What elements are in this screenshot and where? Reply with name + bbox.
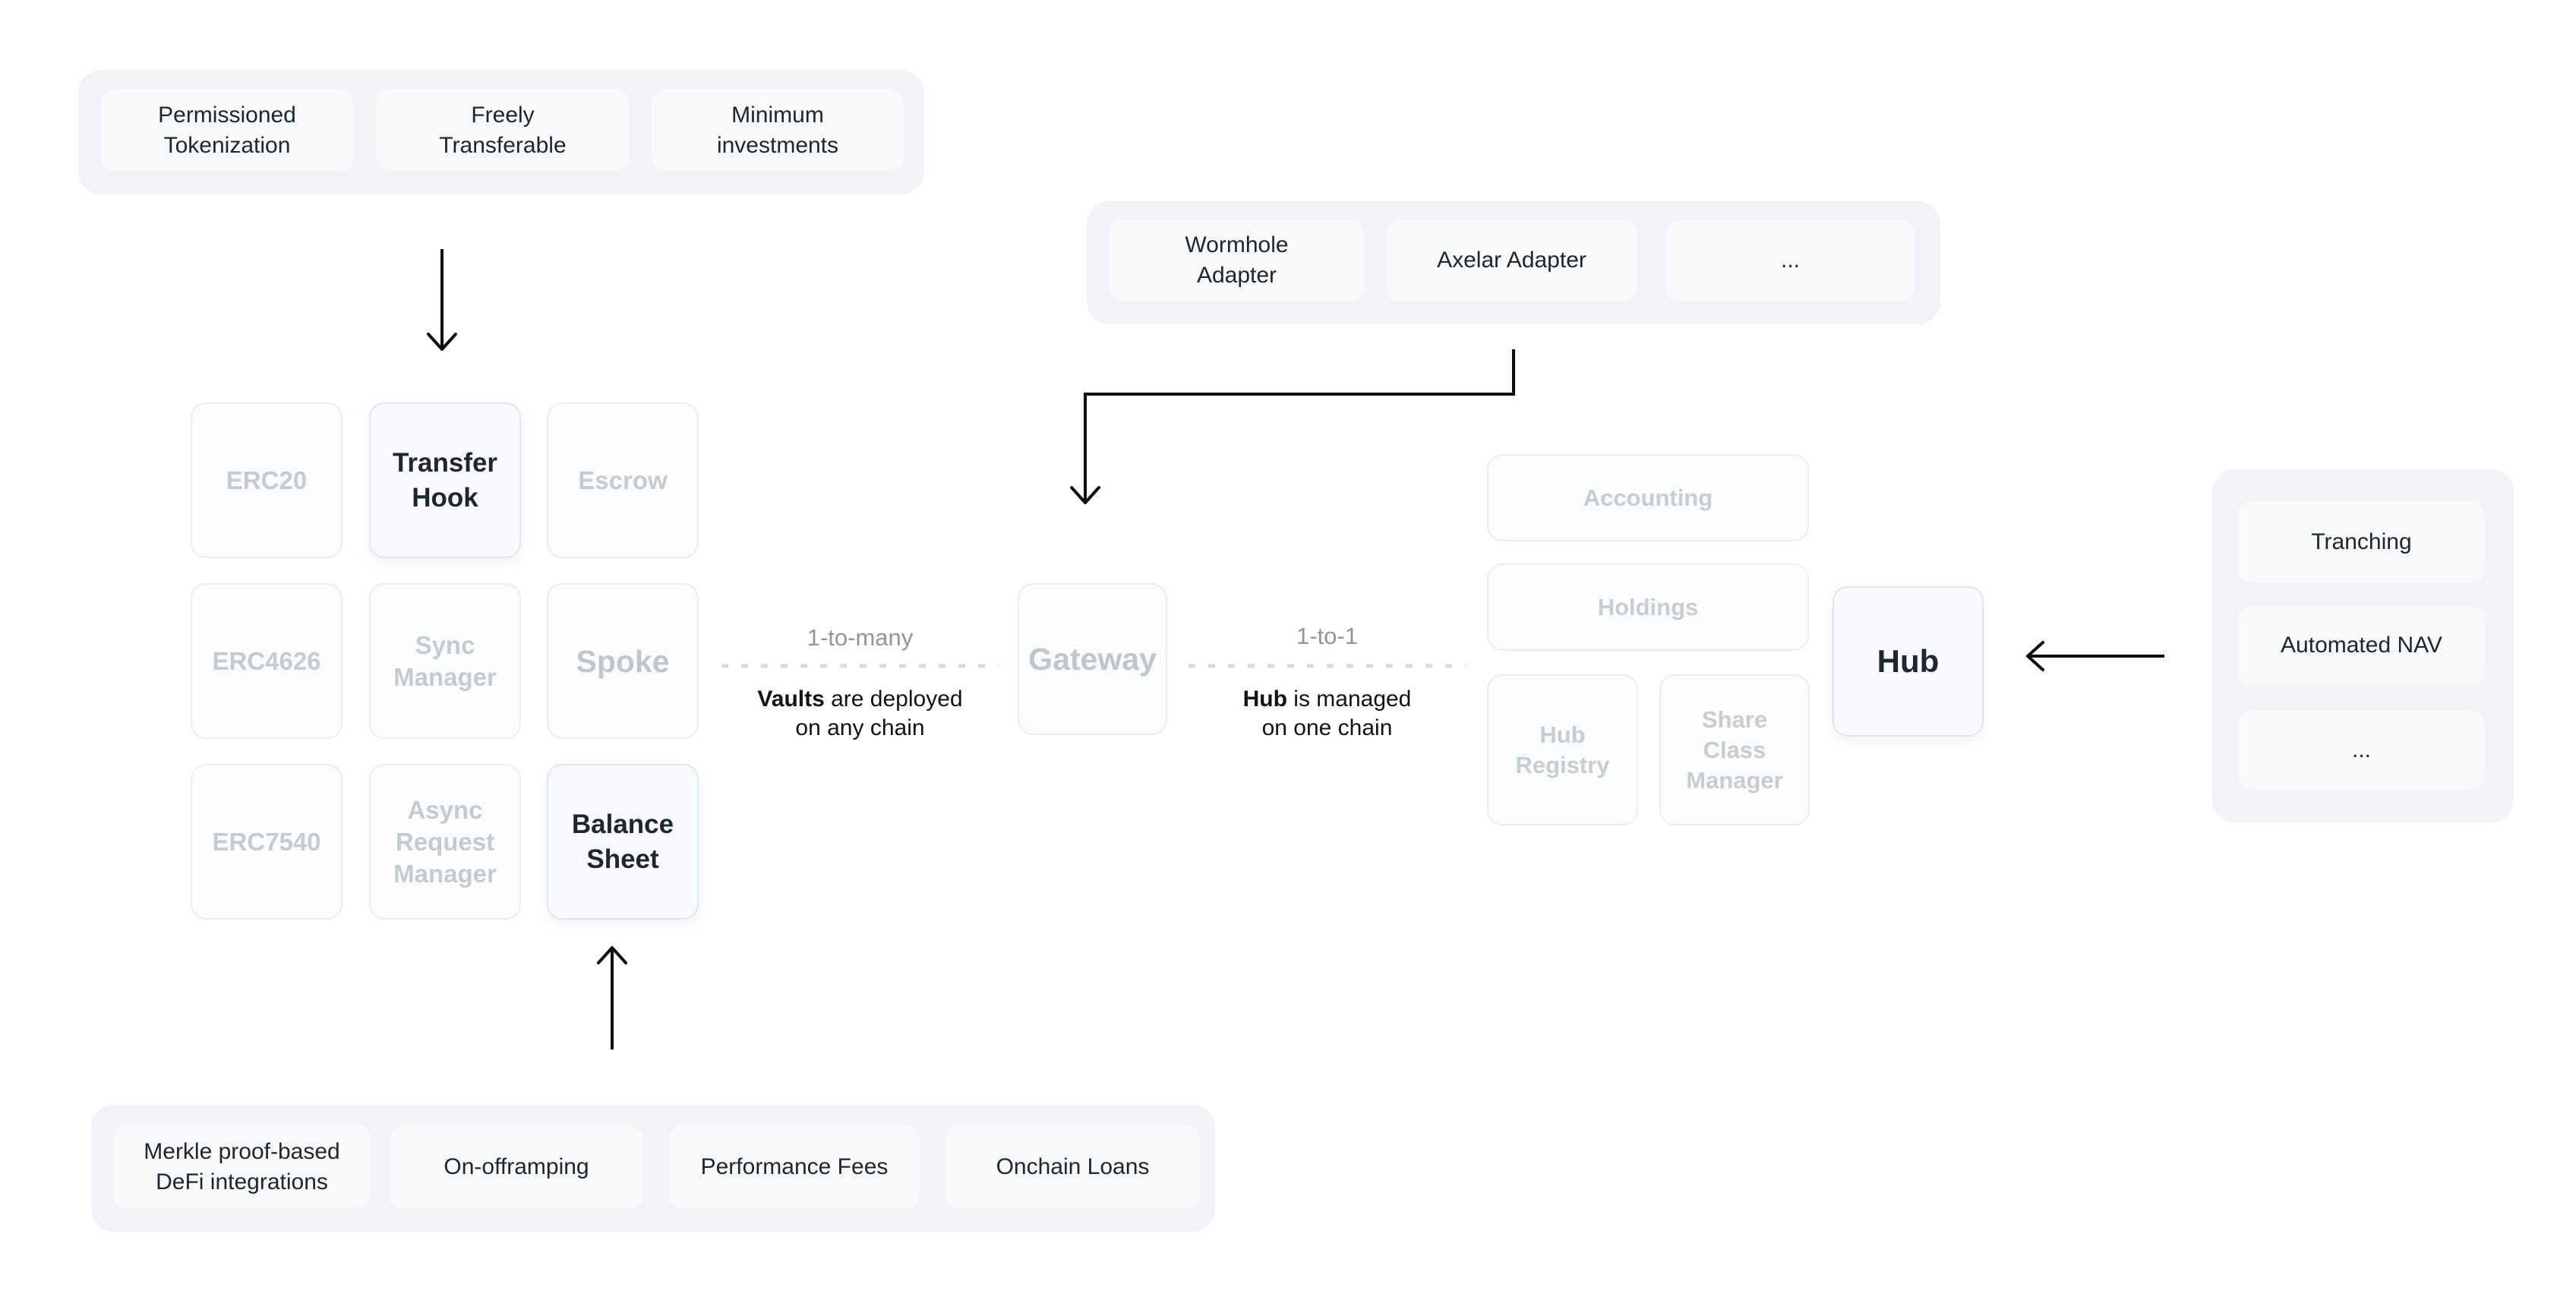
arrow-left-icon bbox=[2026, 641, 2164, 671]
feature-pill-label: Onchain Loans bbox=[996, 1153, 1150, 1179]
hub-module-share-class-manager: Share Class Manager bbox=[1659, 674, 1810, 825]
caption-bold-word: Vaults bbox=[757, 686, 825, 712]
feature-pill-more-hub-features: ... bbox=[2238, 710, 2485, 790]
vault-grid-cell-balance-sheet: Balance Sheet bbox=[547, 764, 699, 920]
feature-pill-label: Merkle proof-based DeFi integrations bbox=[144, 1138, 340, 1194]
connection-left-caption: Vaults are deployed on any chain bbox=[718, 685, 1002, 743]
cell-label: Escrow bbox=[578, 465, 668, 494]
connection-right-caption: Hub is managed on one chain bbox=[1185, 685, 1470, 743]
gateway-label: Gateway bbox=[1028, 642, 1157, 677]
feature-pill-minimum-investments: Minimum investments bbox=[652, 89, 904, 172]
feature-pill-tranching: Tranching bbox=[2238, 501, 2485, 582]
vault-grid-cell-erc7540: ERC7540 bbox=[191, 764, 343, 920]
feature-pill-permissioned-tokenization: Permissioned Tokenization bbox=[101, 89, 353, 172]
cell-label: ERC4626 bbox=[212, 646, 321, 675]
hub-module-hub-registry: Hub Registry bbox=[1487, 674, 1638, 825]
feature-pill-label: Tranching bbox=[2311, 529, 2412, 554]
cell-label: Spoke bbox=[576, 643, 670, 679]
feature-pill-label: Wormhole Adapter bbox=[1185, 232, 1289, 288]
caption-rest: is managed bbox=[1286, 686, 1412, 712]
tokenization-feature-group: Permissioned Tokenization Freely Transfe… bbox=[78, 70, 924, 194]
module-label: Hub Registry bbox=[1515, 721, 1610, 778]
module-label: Accounting bbox=[1583, 484, 1713, 511]
feature-pill-label: Permissioned Tokenization bbox=[158, 102, 296, 158]
adapters-feature-group: Wormhole Adapter Axelar Adapter ... bbox=[1087, 201, 1940, 324]
hub-box: Hub bbox=[1833, 586, 1984, 737]
arrow-down-icon bbox=[427, 249, 457, 351]
module-label: Share Class Manager bbox=[1686, 705, 1783, 794]
feature-pill-label: On-offramping bbox=[444, 1153, 589, 1179]
ellipsis-label: ... bbox=[1780, 248, 1800, 273]
cell-label: Transfer Hook bbox=[392, 447, 498, 513]
gateway-box: Gateway bbox=[1018, 583, 1167, 735]
caption-line-2: on one chain bbox=[1261, 715, 1393, 740]
vault-features-group: Merkle proof-based DeFi integrations On-… bbox=[91, 1105, 1215, 1232]
cell-label: Sync Manager bbox=[393, 630, 497, 691]
vault-grid-cell-escrow: Escrow bbox=[547, 402, 699, 558]
hub-module-holdings: Holdings bbox=[1487, 563, 1809, 651]
vault-grid-cell-transfer-hook: Transfer Hook bbox=[369, 402, 521, 558]
feature-pill-label: Performance Fees bbox=[700, 1153, 889, 1179]
feature-pill-merkle-defi-integrations: Merkle proof-based DeFi integrations bbox=[113, 1125, 371, 1209]
caption-line-2: on any chain bbox=[795, 715, 925, 740]
cell-label: ERC7540 bbox=[212, 827, 321, 856]
feature-pill-wormhole-adapter: Wormhole Adapter bbox=[1110, 219, 1364, 301]
vault-grid-cell-sync-manager: Sync Manager bbox=[369, 583, 521, 739]
vault-grid-cell-erc4626: ERC4626 bbox=[191, 583, 343, 739]
feature-pill-onchain-loans: Onchain Loans bbox=[945, 1125, 1200, 1209]
caption-bold-word: Hub bbox=[1242, 686, 1287, 712]
connection-left-label: 1-to-many bbox=[807, 624, 914, 651]
feature-pill-axelar-adapter: Axelar Adapter bbox=[1386, 219, 1637, 301]
vault-grid-cell-spoke: Spoke bbox=[547, 583, 699, 739]
hub-label: Hub bbox=[1877, 643, 1940, 679]
caption-rest: are deployed bbox=[824, 686, 963, 712]
feature-pill-performance-fees: Performance Fees bbox=[669, 1125, 920, 1209]
connection-right-label: 1-to-1 bbox=[1296, 623, 1358, 649]
cell-label: Async Request Manager bbox=[393, 795, 497, 888]
caption-line-1: Hub is managed bbox=[1185, 685, 1470, 714]
arrow-elbow-down-icon bbox=[1070, 349, 1515, 504]
module-label: Holdings bbox=[1597, 593, 1699, 620]
vault-grid-cell-async-request-manager: Async Request Manager bbox=[369, 764, 521, 920]
feature-pill-label: Minimum investments bbox=[716, 102, 839, 158]
vault-grid-cell-erc20: ERC20 bbox=[191, 402, 343, 558]
feature-pill-label: Automated NAV bbox=[2281, 633, 2442, 658]
caption-line-1: Vaults are deployed bbox=[718, 685, 1002, 714]
cell-label: Balance Sheet bbox=[571, 809, 674, 874]
hub-module-accounting: Accounting bbox=[1487, 454, 1809, 541]
cell-label: ERC20 bbox=[226, 465, 308, 494]
feature-pill-label: Freely Transferable bbox=[439, 102, 567, 158]
feature-pill-on-offramping: On-offramping bbox=[390, 1125, 643, 1209]
feature-pill-label: Axelar Adapter bbox=[1437, 248, 1586, 273]
feature-pill-more-adapters: ... bbox=[1666, 219, 1915, 301]
feature-pill-freely-transferable: Freely Transferable bbox=[377, 89, 629, 172]
hub-features-group: Tranching Automated NAV ... bbox=[2212, 469, 2514, 822]
ellipsis-label: ... bbox=[2351, 737, 2371, 762]
arrow-up-icon bbox=[597, 946, 627, 1049]
feature-pill-automated-nav: Automated NAV bbox=[2238, 606, 2485, 685]
